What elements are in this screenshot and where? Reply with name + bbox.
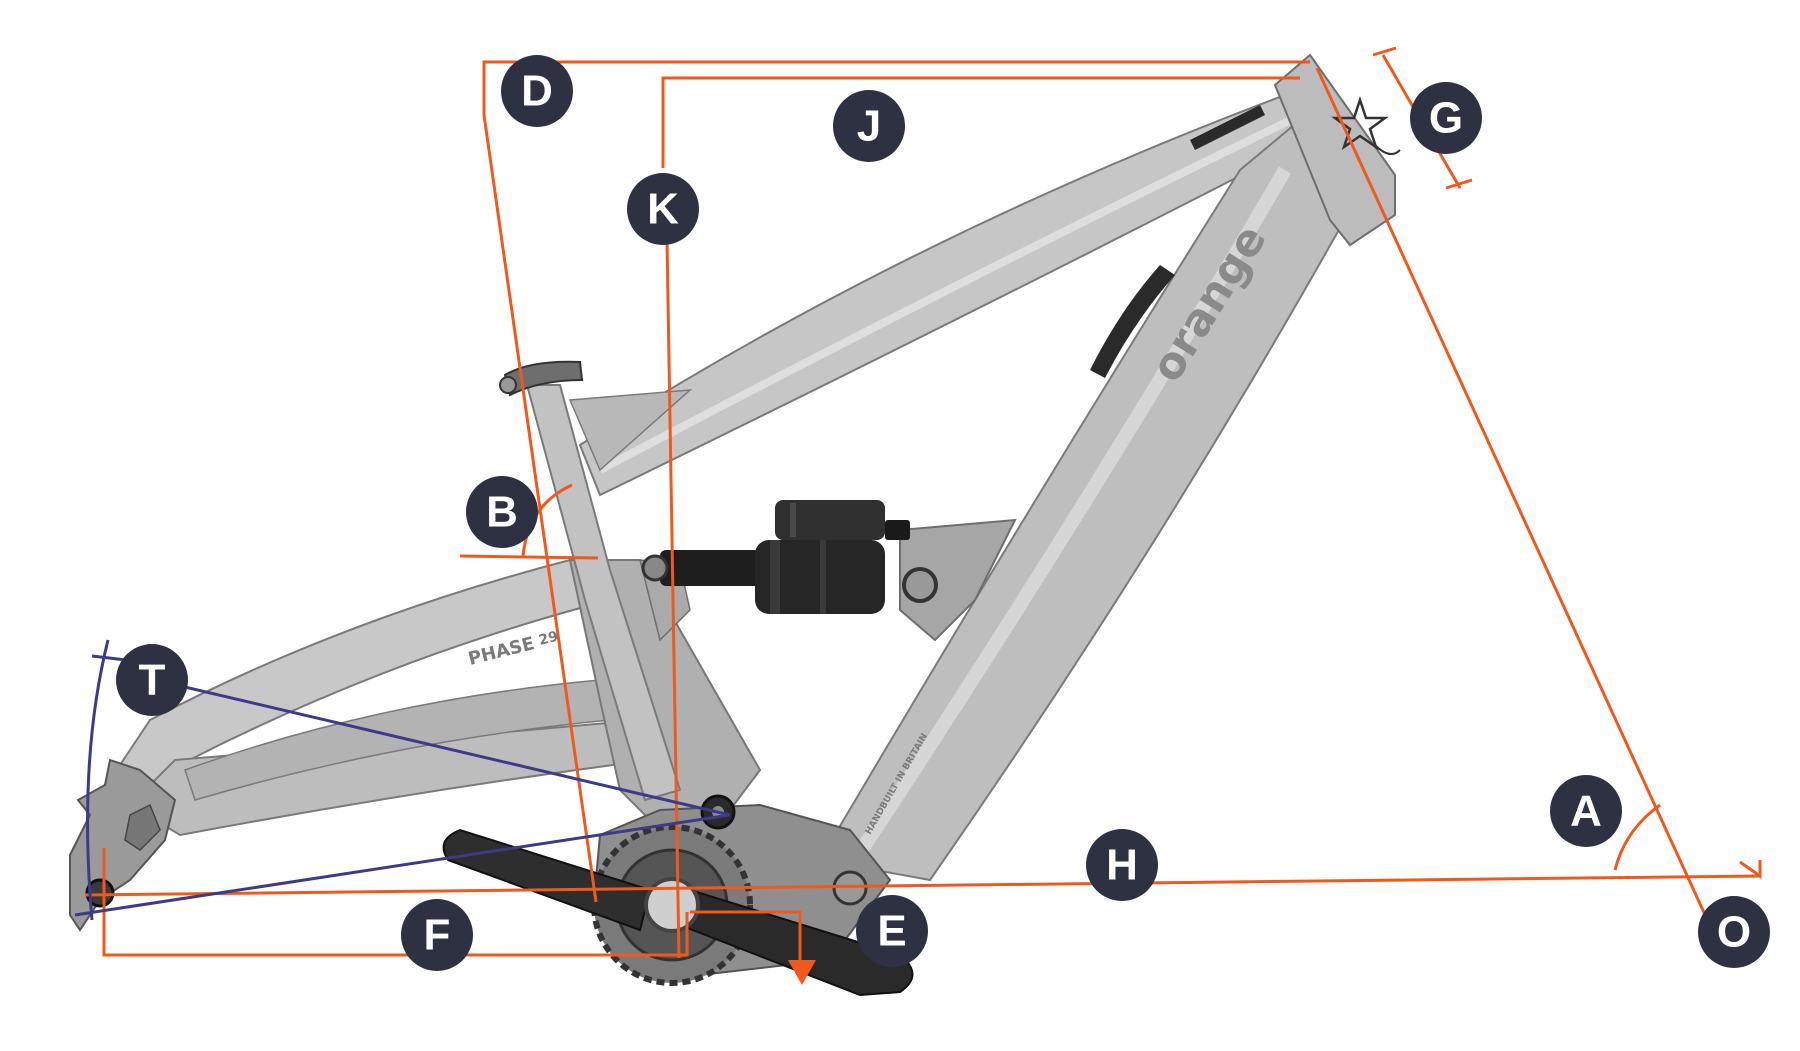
head-tube xyxy=(1273,53,1396,247)
line-t-lower xyxy=(74,813,731,917)
badge-b-text: B xyxy=(486,488,518,537)
badge-j-text: J xyxy=(857,102,881,151)
badge-t: T xyxy=(116,644,188,716)
arc-t xyxy=(86,639,110,921)
label-badges: D J K G B T A H xyxy=(116,55,1770,971)
shock-mount-front xyxy=(899,518,1017,642)
line-head-tube-axis xyxy=(1315,67,1714,931)
line-t-upper xyxy=(154,678,731,817)
down-tube-highlight xyxy=(849,166,1292,864)
badge-a: A xyxy=(1550,775,1622,847)
line-b xyxy=(459,554,599,560)
dropout-cutout xyxy=(124,803,161,851)
badge-g-text: G xyxy=(1429,94,1463,143)
badge-h-text: H xyxy=(1106,841,1138,890)
bb-drop-arrow-icon xyxy=(788,960,816,985)
badge-k: K xyxy=(627,173,699,245)
badge-g: G xyxy=(1410,82,1482,154)
badge-e: E xyxy=(856,895,928,967)
line-k xyxy=(665,239,681,959)
seat-clamp-bolt xyxy=(499,376,517,394)
top-tube-cable-port xyxy=(1190,105,1265,150)
line-f xyxy=(102,848,689,957)
chain-idler xyxy=(832,870,868,906)
badge-j: J xyxy=(833,90,905,162)
top-tube-highlight xyxy=(598,114,1297,474)
badge-d: D xyxy=(501,55,573,127)
shock-body xyxy=(660,550,760,586)
crank-arm-upper xyxy=(442,828,652,932)
badge-h: H xyxy=(1086,829,1158,901)
shock-adjuster xyxy=(885,520,910,540)
frame-model-badge: 29 xyxy=(537,629,560,649)
line-j xyxy=(661,76,1300,168)
line-e xyxy=(690,910,802,975)
badge-d-text: D xyxy=(521,67,553,116)
line-h xyxy=(84,874,1761,897)
badge-k-text: K xyxy=(647,185,679,234)
badge-f-text: F xyxy=(424,911,451,960)
badge-b: B xyxy=(466,476,538,548)
badge-o: O xyxy=(1698,896,1770,968)
geometry-lines xyxy=(84,46,1762,975)
badge-a-text: A xyxy=(1570,787,1602,836)
cable-port xyxy=(1090,265,1175,378)
bike-frame: orange PHASE 29 HANDBUILT IN BRITAIN xyxy=(69,53,1401,997)
angle-arc-a xyxy=(1613,803,1661,871)
badge-e-text: E xyxy=(877,907,906,956)
badge-o-text: O xyxy=(1717,908,1751,957)
badge-t-text: T xyxy=(139,656,166,705)
rear-axle xyxy=(85,878,115,908)
rear-shock xyxy=(641,500,938,614)
top-tube-gusset xyxy=(568,389,693,472)
trail-lines xyxy=(74,639,731,921)
shock-reservoir xyxy=(775,500,885,540)
rear-dropout xyxy=(69,758,177,932)
shock-eyelet-front xyxy=(902,567,938,603)
badge-f: F xyxy=(401,899,473,971)
shock-eyelet-rear xyxy=(641,554,669,582)
bottom-bracket xyxy=(644,877,700,933)
